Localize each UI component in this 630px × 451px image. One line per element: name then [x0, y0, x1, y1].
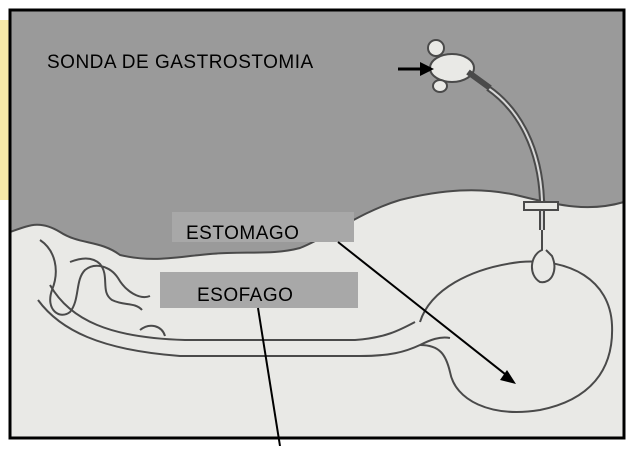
label-sonda-de-gastrostomia: SONDA DE GASTROSTOMIA: [47, 52, 314, 74]
label-esofago: ESOFAGO: [197, 285, 293, 307]
label-estomago: ESTOMAGO: [186, 223, 299, 245]
skin-flange: [524, 202, 558, 210]
